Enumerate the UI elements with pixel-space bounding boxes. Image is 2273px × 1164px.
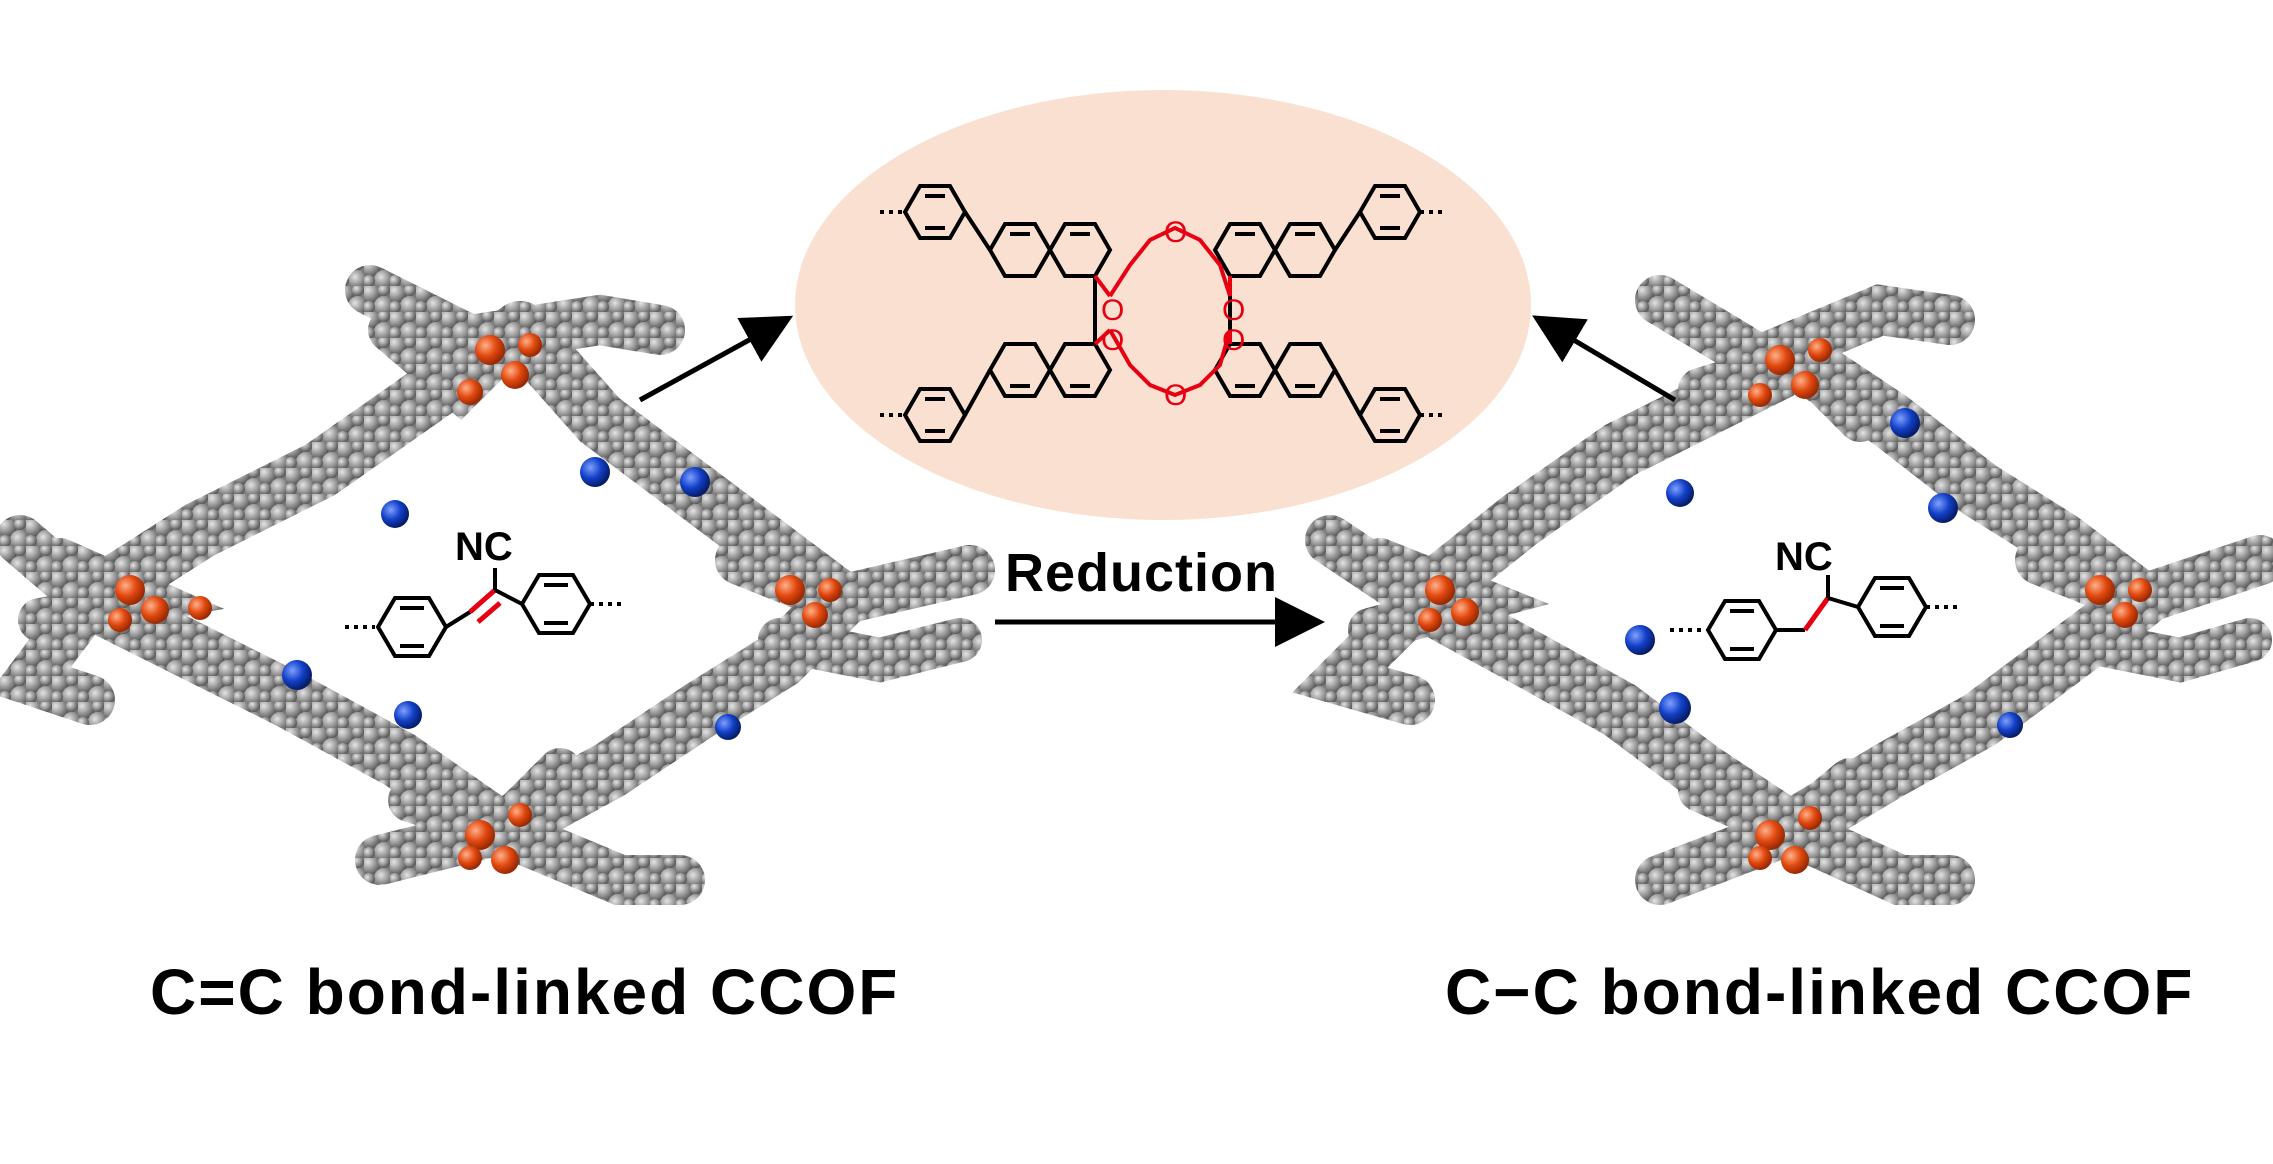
right-node-right-arm2 [2058,618,2272,683]
right-nitrile-label: NC [1775,535,1833,579]
left-node-right-arm [715,535,995,627]
right-node-bottom-arm2 [1678,758,1872,856]
left-node-right-arm2 [758,618,982,683]
svg-text:O: O [1222,294,1245,327]
right-node-bottom-arm [1635,802,1975,905]
arrow-left-to-inset [638,315,794,403]
crown-ether-ring [1093,225,1232,398]
right-framework-title: C−C bond-linked CCOF [1445,956,2195,1028]
right-single-bond [1802,596,1831,632]
svg-text:O: O [1222,324,1245,357]
left-framework [0,265,995,905]
left-cyanostilbene-structure [345,568,622,658]
crown-ether-inset [795,90,1531,520]
right-node-top-arm2 [1678,335,1882,442]
left-node-bottom-arm [355,803,705,905]
right-node-left-arm2 [1348,538,1550,652]
right-node-top-arm [1635,275,1975,388]
left-double-bond [468,588,497,614]
arrow-right-to-inset [1532,315,1677,403]
left-node-bottom-arm2 [388,748,582,856]
left-framework-title: C=C bond-linked CCOF [150,956,900,1028]
crown-ether-structure [880,184,1445,443]
right-cyano-dihydrostilbene-structure [1670,575,1958,661]
left-rod-bottom-left [61,571,529,859]
reduction-label: Reduction [1005,543,1278,603]
svg-text:O: O [1164,379,1187,412]
left-nitrile-label: NC [455,525,513,569]
right-framework [1292,275,2273,905]
svg-text:O: O [1101,324,1124,357]
svg-text:O: O [1101,294,1124,327]
crown-oxygen-labels: O O O O O O [1101,216,1245,412]
svg-text:O: O [1164,216,1187,249]
